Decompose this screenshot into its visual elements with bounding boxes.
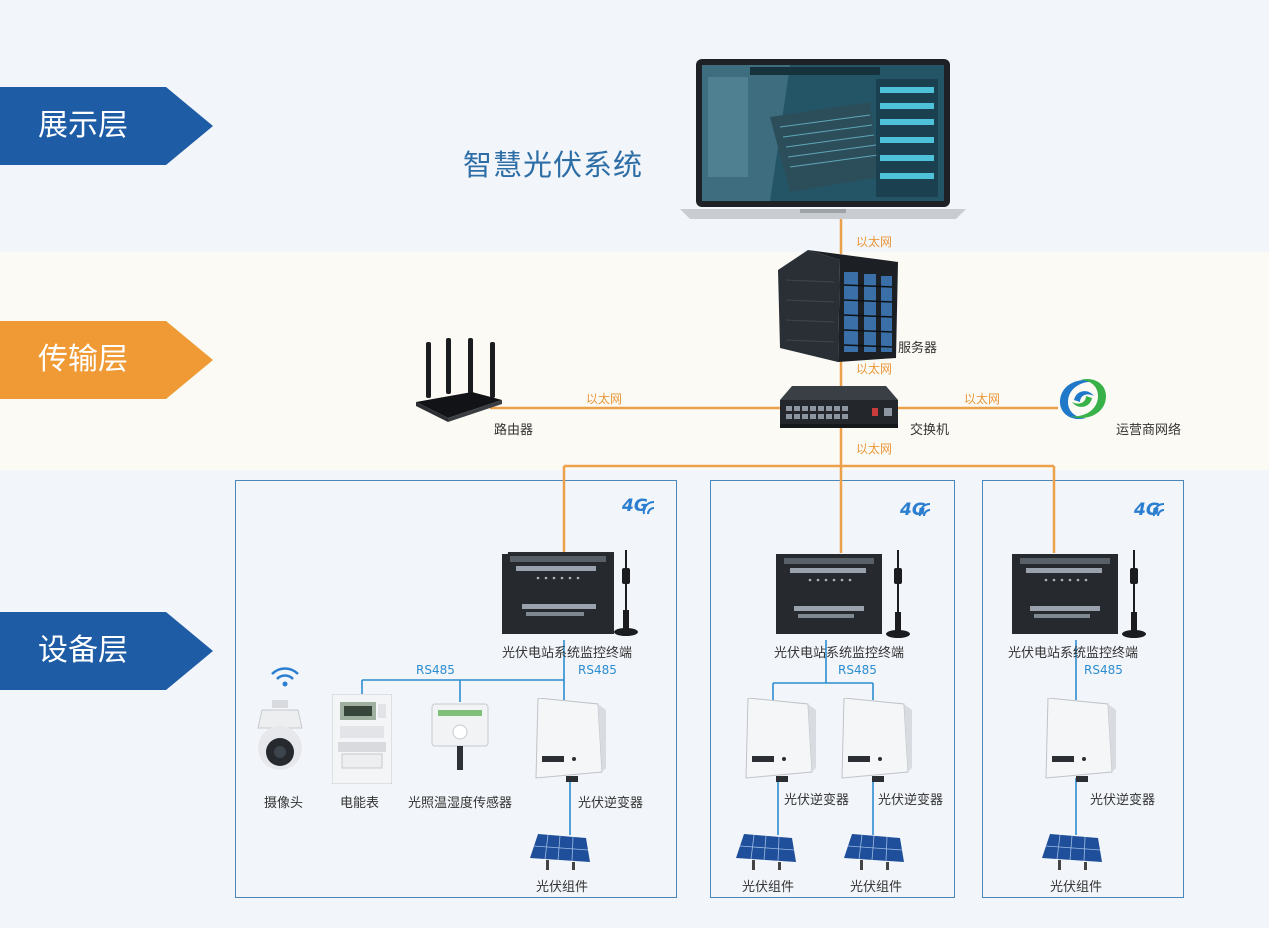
monitoring-terminal-icon	[1012, 550, 1146, 638]
switch-label: 交换机	[910, 423, 950, 438]
pv-inverter-icon	[745, 698, 816, 782]
display-layer-arrow: 展示层	[0, 87, 213, 165]
signal-waves-icon	[1152, 502, 1165, 517]
meter-label: 电能表	[340, 796, 380, 811]
monitoring-terminal-icon	[502, 550, 638, 636]
server-rack-icon	[778, 250, 898, 362]
ethernet-label: 以太网	[586, 392, 623, 406]
light-temp-humidity-sensor-icon	[431, 703, 489, 770]
signal-waves-icon	[642, 500, 655, 515]
server-label: 服务器	[898, 341, 938, 356]
pv-inverter-icon	[1045, 698, 1116, 782]
ethernet-label: 以太网	[856, 362, 893, 376]
network-switch-icon	[780, 386, 898, 428]
device-layer-arrow: 设备层	[0, 612, 213, 690]
device-group-3	[982, 480, 1184, 898]
solar-panel-icon	[1042, 834, 1102, 870]
pv-inverter-icon	[535, 698, 606, 782]
inverter-label: 光伏逆变器	[1090, 793, 1156, 808]
ethernet-label: 以太网	[856, 442, 893, 456]
transport-layer-arrow: 传输层	[0, 321, 213, 399]
wifi-icon	[271, 667, 299, 687]
solar-module-label: 光伏组件	[536, 880, 589, 895]
terminal-label: 光伏电站系统监控终端	[1008, 646, 1139, 661]
device-group-2	[710, 480, 955, 898]
solar-panel-icon	[530, 834, 590, 870]
rs485-label: RS485	[416, 663, 455, 677]
solar-module-label: 光伏组件	[742, 880, 795, 895]
sensor-label: 光照温湿度传感器	[408, 796, 513, 811]
solar-panel-icon	[844, 834, 904, 870]
operator-network-label: 运营商网络	[1116, 423, 1182, 438]
device-group-1	[235, 480, 677, 898]
4g-badge: 4G	[622, 496, 648, 516]
pv-inverter-icon	[841, 698, 912, 782]
terminal-label: 光伏电站系统监控终端	[502, 646, 633, 661]
solar-module-label: 光伏组件	[850, 880, 903, 895]
rs485-label: RS485	[1084, 663, 1123, 677]
router-icon	[416, 338, 502, 422]
router-label: 路由器	[494, 423, 534, 438]
camera-label: 摄像头	[264, 796, 304, 811]
rs485-label: RS485	[838, 663, 877, 677]
inverter-label: 光伏逆变器	[578, 796, 644, 811]
rs485-label: RS485	[578, 663, 617, 677]
inverter-label: 光伏逆变器	[784, 793, 850, 808]
terminal-label: 光伏电站系统监控终端	[774, 646, 905, 661]
monitoring-terminal-icon	[776, 550, 910, 638]
dome-camera-icon	[257, 700, 303, 770]
inverter-label: 光伏逆变器	[878, 793, 944, 808]
signal-waves-icon	[918, 502, 931, 517]
laptop-dashboard-icon	[680, 59, 966, 219]
ethernet-label: 以太网	[856, 235, 893, 249]
solar-panel-icon	[736, 834, 796, 870]
electric-meter-icon	[332, 694, 392, 784]
operator-network-logo-icon	[1060, 378, 1106, 420]
system-title: 智慧光伏系统	[463, 148, 644, 182]
ethernet-label: 以太网	[964, 392, 1001, 406]
solar-module-label: 光伏组件	[1050, 880, 1103, 895]
